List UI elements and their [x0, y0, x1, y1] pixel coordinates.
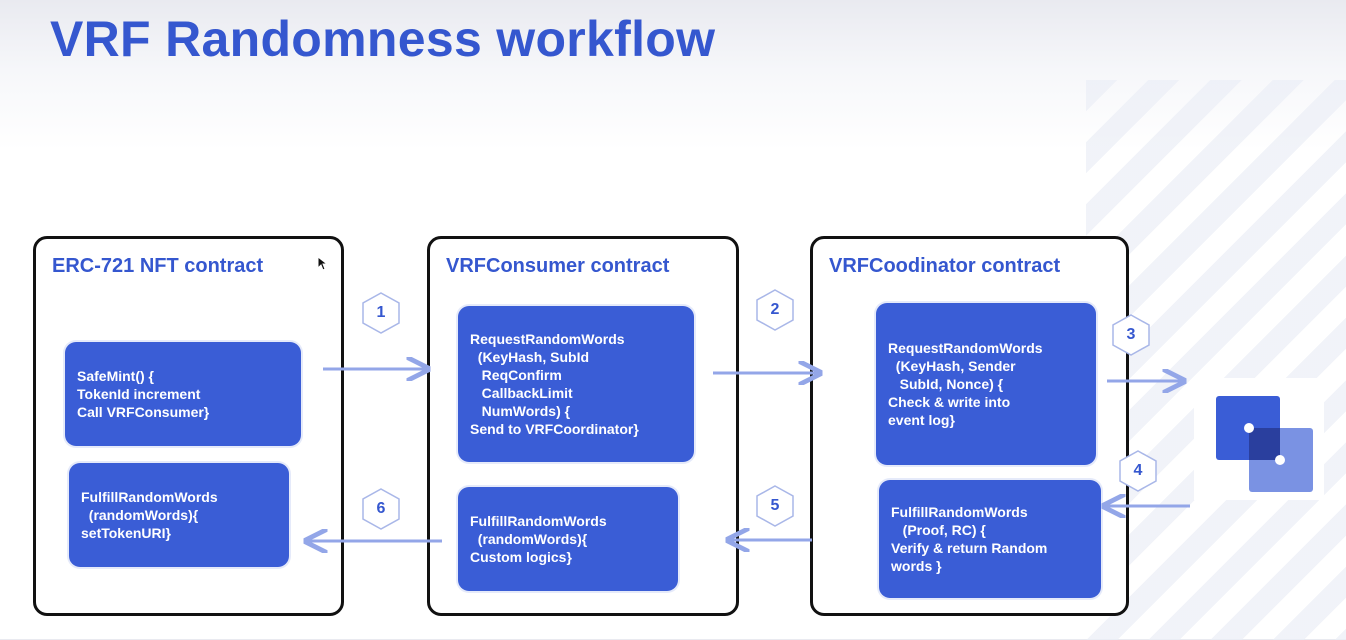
panel-title-vrfconsumer: VRFConsumer contract [446, 255, 670, 277]
box-request-random-words-coordinator: RequestRandomWords (KeyHash, Sender SubI… [876, 303, 1096, 465]
box-fulfill-random-words-consumer: FulfillRandomWords (randomWords){ Custom… [458, 487, 678, 591]
step-badge-2: 2 [753, 288, 797, 332]
step-badge-5: 5 [753, 484, 797, 528]
step-badge-4: 4 [1116, 449, 1160, 493]
page-title: VRF Randomness workflow [50, 11, 716, 67]
step-number: 6 [376, 500, 386, 517]
step-number: 3 [1126, 326, 1136, 343]
box-fulfill-random-words-coordinator: FulfillRandomWords (Proof, RC) { Verify … [879, 480, 1101, 598]
step-badge-1: 1 [359, 291, 403, 335]
panel-erc721-nft-contract: ERC-721 NFT contract SafeMint() { TokenI… [33, 236, 344, 616]
step-badge-3: 3 [1109, 313, 1153, 357]
chainlink-squares-icon [1194, 378, 1324, 500]
step-badge-6: 6 [359, 487, 403, 531]
box-request-random-words-consumer: RequestRandomWords (KeyHash, SubId ReqCo… [458, 306, 694, 462]
box-safemint: SafeMint() { TokenId increment Call VRFC… [65, 342, 301, 446]
step-number: 1 [376, 304, 386, 321]
panel-title-vrfcoordinator: VRFCoodinator contract [829, 255, 1061, 277]
mouse-pointer-icon [317, 256, 329, 271]
step-number: 2 [770, 301, 780, 318]
step-number: 4 [1133, 462, 1143, 479]
panel-title-erc721: ERC-721 NFT contract [52, 255, 264, 277]
panel-vrfcoordinator-contract: VRFCoodinator contract RequestRandomWord… [810, 236, 1129, 616]
background-stripes [1086, 80, 1346, 640]
step-number: 5 [770, 497, 780, 514]
panel-vrfconsumer-contract: VRFConsumer contract RequestRandomWords … [427, 236, 739, 616]
box-fulfill-random-words-nft: FulfillRandomWords (randomWords){ setTok… [69, 463, 289, 567]
